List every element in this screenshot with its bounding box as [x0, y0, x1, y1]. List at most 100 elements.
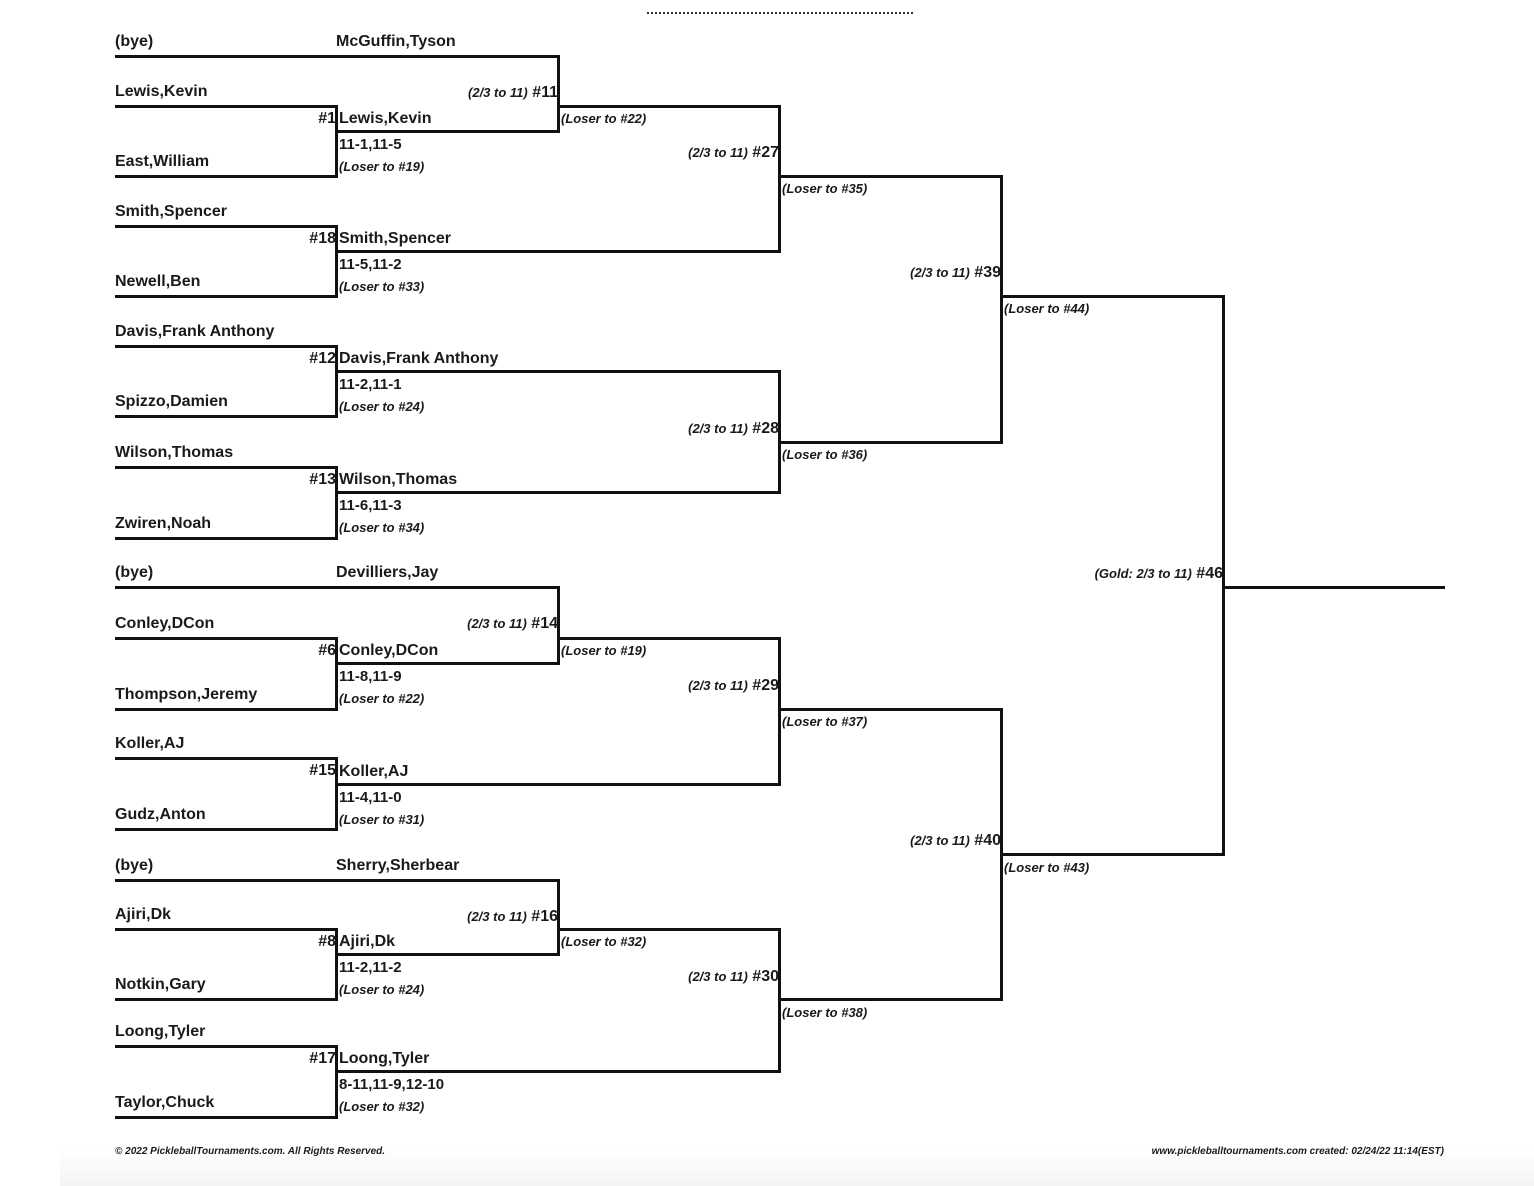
r2-match-label: (2/3 to 11) #16 [467, 909, 558, 925]
r1-top-line [115, 225, 336, 228]
match-score: 8-11,11-9,12-10 [339, 1076, 445, 1093]
match-number: #12 [309, 350, 336, 367]
seed-name: Sherry,Sherbear [336, 857, 460, 874]
player-name: Thompson,Jeremy [115, 686, 258, 703]
loser-destination: (Loser to #43) [1004, 860, 1090, 875]
loser-destination: (Loser to #24) [339, 399, 425, 414]
match-format: (2/3 to 11) [467, 909, 527, 924]
seed-name: Devilliers,Jay [336, 564, 439, 581]
player-name: Wilson,Thomas [115, 444, 234, 461]
r3-bottom-line [336, 783, 779, 786]
match-number: #46 [1196, 565, 1223, 582]
match-score: 11-2,11-1 [339, 376, 402, 393]
loser-destination: (Loser to #19) [561, 643, 647, 658]
winner-name: Koller,AJ [339, 763, 409, 780]
match-format: (2/3 to 11) [688, 678, 748, 693]
r1-top-line [115, 928, 336, 931]
loser-destination: (Loser to #32) [339, 1099, 425, 1114]
final-bottom-line [1001, 853, 1223, 856]
page-bottom-shade [60, 1150, 1534, 1186]
match-score: 11-5,11-2 [339, 256, 402, 273]
seed-name: McGuffin,Tyson [336, 33, 456, 50]
bye-line [115, 55, 558, 58]
champion-line [1223, 586, 1445, 589]
r3-top-line [558, 928, 779, 931]
r1-top-line [115, 757, 336, 760]
r3-connector [778, 105, 781, 253]
r3-connector [778, 370, 781, 494]
loser-destination: (Loser to #33) [339, 279, 425, 294]
r1-connector [335, 105, 338, 178]
player-name: East,William [115, 153, 210, 170]
r2-connector [557, 55, 560, 133]
r2-match-label: (2/3 to 11) #14 [467, 616, 558, 632]
winner-name: Wilson,Thomas [339, 471, 458, 488]
bye-line [115, 879, 558, 882]
player-name: Davis,Frank Anthony [115, 323, 275, 340]
r1-bottom-line [115, 415, 336, 418]
created-footer[interactable]: www.pickleballtournaments.com created: 0… [1151, 1146, 1444, 1157]
match-number: #16 [531, 908, 558, 925]
player-name: Koller,AJ [115, 735, 185, 752]
loser-destination: (Loser to #22) [561, 111, 647, 126]
r1-bottom-line [115, 1116, 336, 1119]
r2-connector [557, 879, 560, 956]
match-number: #28 [752, 420, 779, 437]
match-number: #15 [309, 762, 336, 779]
winner-name: Conley,DCon [339, 642, 439, 659]
r1-connector [335, 928, 338, 1001]
r1-connector [335, 1045, 338, 1119]
loser-destination: (Loser to #34) [339, 520, 425, 535]
match-format: (2/3 to 11) [688, 421, 748, 436]
player-name: Newell,Ben [115, 273, 201, 290]
r3-connector [778, 637, 781, 786]
loser-destination: (Loser to #37) [782, 714, 868, 729]
r2-match-label: (2/3 to 11) #11 [468, 85, 558, 101]
r1-top-line [115, 105, 336, 108]
r1-connector [335, 466, 338, 540]
loser-destination: (Loser to #19) [339, 159, 425, 174]
r4-match-label: (2/3 to 11) #40 [910, 833, 1001, 849]
match-format: (2/3 to 11) [910, 265, 970, 280]
final-top-line [1001, 295, 1223, 298]
match-number: #18 [309, 230, 336, 247]
winner-name: Loong,Tyler [339, 1050, 430, 1067]
match-format: (2/3 to 11) [688, 145, 748, 160]
winner-name: Lewis,Kevin [339, 110, 432, 127]
r4-match-label: (2/3 to 11) #39 [910, 265, 1001, 281]
r2-bottom-line [336, 662, 558, 665]
r1-connector [335, 345, 338, 418]
winner-name: Davis,Frank Anthony [339, 350, 499, 367]
r1-connector [335, 637, 338, 711]
loser-destination: (Loser to #22) [339, 691, 425, 706]
r1-bottom-line [115, 828, 336, 831]
player-name: Gudz,Anton [115, 806, 206, 823]
match-number: #40 [974, 832, 1001, 849]
match-number: #27 [752, 144, 779, 161]
loser-destination: (Loser to #38) [782, 1005, 868, 1020]
loser-destination: (Loser to #32) [561, 934, 647, 949]
r3-top-line [336, 370, 779, 373]
final-match-label: (Gold: 2/3 to 11) #46 [1095, 566, 1223, 582]
bye-label: (bye) [115, 33, 154, 50]
match-score: 11-1,11-5 [339, 136, 402, 153]
player-name: Loong,Tyler [115, 1023, 206, 1040]
r1-top-line [115, 466, 336, 469]
r2-bottom-line [336, 953, 558, 956]
r4-bottom-line [779, 441, 1001, 444]
player-name: Ajiri,Dk [115, 906, 172, 923]
match-format: (2/3 to 11) [468, 85, 528, 100]
r4-top-line [779, 175, 1001, 178]
loser-destination: (Loser to #35) [782, 181, 868, 196]
loser-destination: (Loser to #31) [339, 812, 425, 827]
match-number: #29 [752, 677, 779, 694]
match-score: 11-2,11-2 [339, 959, 402, 976]
winner-name: Ajiri,Dk [339, 933, 396, 950]
match-score: 11-4,11-0 [339, 789, 402, 806]
r1-bottom-line [115, 998, 336, 1001]
r1-connector [335, 225, 338, 298]
title-placeholder-rule [647, 12, 913, 14]
match-number: #8 [318, 933, 336, 950]
r3-top-line [558, 637, 779, 640]
